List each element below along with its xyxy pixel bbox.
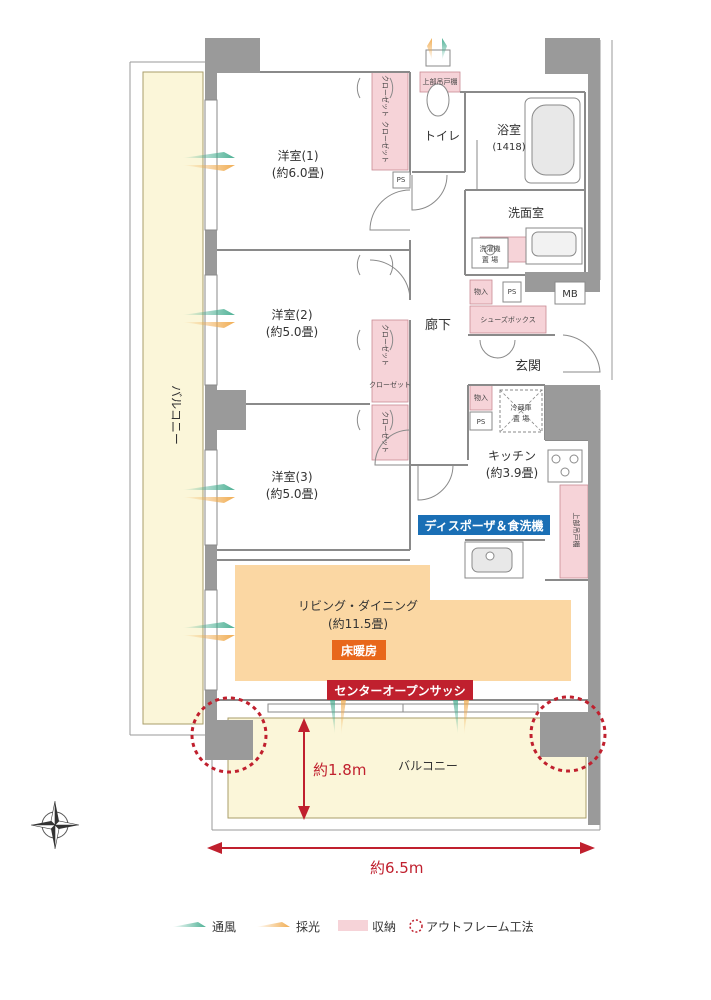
closet-label: クローゼット	[369, 380, 411, 389]
center-sash-badge: センターオープンサッシ	[327, 680, 473, 700]
storage-label: 物入	[474, 393, 488, 402]
closet-label: クローゼット	[381, 411, 390, 453]
center-sash-badge-text: センターオープンサッシ	[334, 683, 465, 698]
mb-label: MB	[562, 289, 578, 300]
fridge-label-1: 冷蔵庫	[511, 403, 532, 412]
kitchen-sink	[464, 541, 524, 579]
closet-label: クローゼット	[381, 121, 390, 163]
depth-dimension	[298, 718, 310, 820]
legend: 通風 採光 収納 アウトフレーム工法	[172, 919, 534, 934]
legend-outframe-label: アウトフレーム工法	[426, 920, 534, 934]
width-label: 約6.5m	[370, 859, 423, 877]
door-swings	[356, 77, 601, 501]
washer-label-2: 置 場	[482, 255, 498, 264]
entrance-label: 玄関	[515, 359, 541, 374]
legend-ventilation-label: 通風	[212, 920, 236, 934]
ps-label: PS	[397, 176, 406, 184]
west-balcony	[142, 71, 204, 725]
disposer-badge-text: ディスポーザ＆食洗機	[425, 518, 544, 533]
living-size: (約11.5畳)	[328, 616, 388, 631]
south-airflow-markers	[330, 38, 469, 735]
bath-name: 浴室	[497, 122, 521, 137]
daylight-icon	[256, 922, 290, 927]
living-floor-heating-area	[235, 565, 571, 681]
depth-label: 約1.8m	[313, 761, 366, 779]
bedroom2-name: 洋室(2)	[272, 307, 313, 322]
outframe-circle-left	[190, 696, 268, 774]
bedroom3-size: (約5.0畳)	[266, 486, 318, 501]
bedroom3-name: 洋室(3)	[272, 469, 313, 484]
outframe-circle-icon	[409, 919, 423, 933]
bedroom1-name: 洋室(1)	[278, 148, 319, 163]
width-dimension	[207, 842, 595, 854]
floor-heating-badge-text: 床暖房	[341, 643, 377, 658]
ps-label: PS	[477, 418, 486, 426]
toilet-label: トイレ	[424, 129, 460, 143]
upper-cabinet-label: 上部吊戸棚	[572, 513, 581, 548]
south-balcony	[227, 717, 587, 819]
ps-label: PS	[508, 288, 517, 296]
washbasin	[471, 227, 583, 269]
kitchen-size: (約3.9畳)	[486, 465, 538, 480]
bathtub	[476, 97, 581, 190]
kitchen-stove	[547, 449, 583, 483]
bedroom2-size: (約5.0畳)	[266, 324, 318, 339]
fridge-label-2: 置 場	[513, 414, 529, 423]
floor-heating-badge: 床暖房	[332, 640, 386, 660]
storage-label: 物入	[474, 287, 488, 296]
west-balcony-label: バルコニー	[169, 385, 183, 445]
living-name: リビング・ダイニング	[298, 598, 418, 613]
disposer-badge: ディスポーザ＆食洗機	[418, 515, 550, 535]
west-airflow-markers	[182, 152, 235, 641]
legend-storage-label: 収納	[372, 920, 396, 934]
mb-box	[554, 281, 586, 305]
hallway-label: 廊下	[425, 317, 451, 333]
legend-daylight-label: 採光	[296, 920, 320, 934]
fridge-space	[499, 389, 543, 433]
washer-label-1: 洗濯機	[480, 244, 501, 253]
kitchen-name: キッチン	[488, 449, 536, 463]
washroom-label: 洗面室	[508, 205, 544, 220]
ventilation-icon	[172, 922, 206, 927]
bath-size: (1418)	[492, 142, 525, 153]
closet-label: クローゼット	[381, 324, 390, 366]
outframe-circle-right	[529, 695, 607, 773]
ps-boxes	[392, 171, 522, 431]
shoebox-label: シューズボックス	[480, 315, 535, 324]
storage-swatch-icon	[338, 920, 368, 931]
south-balcony-label: バルコニー	[398, 759, 458, 773]
closet-label: クローゼット	[381, 75, 390, 117]
bedroom1-size: (約6.0畳)	[272, 165, 324, 180]
south-sash	[267, 703, 539, 713]
toilet-upper-cabinet-label: 上部吊戸棚	[423, 77, 458, 86]
compass-icon	[30, 800, 80, 850]
